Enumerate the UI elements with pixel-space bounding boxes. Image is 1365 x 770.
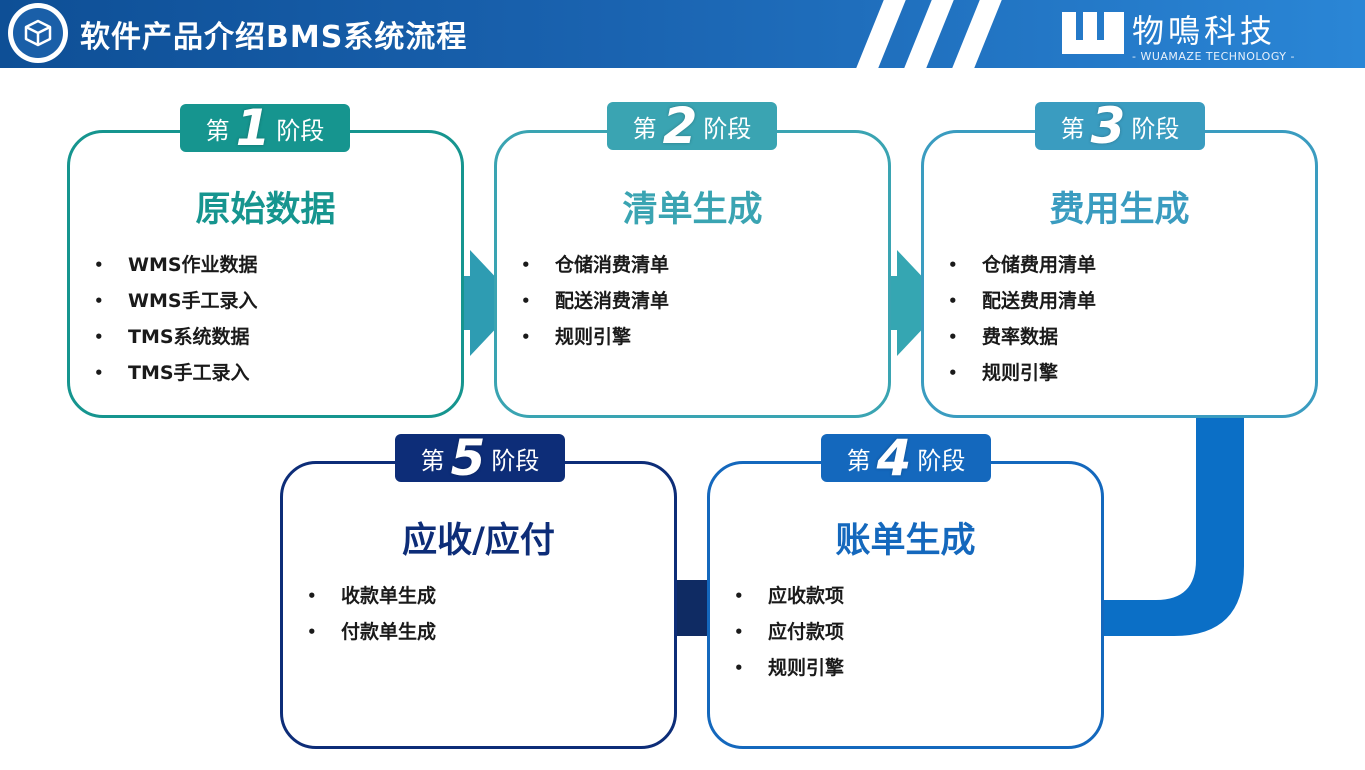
badge-prefix: 第 <box>205 116 230 145</box>
badge-suffix: 阶段 <box>1131 114 1180 143</box>
list-item: 配送费用清单 <box>948 283 1096 319</box>
company-tagline: - WUAMAZE TECHNOLOGY - <box>1132 50 1295 63</box>
header-bar: 软件产品介绍BMS系统流程 物鳴科技 - WUAMAZE TECHNOLOGY … <box>0 0 1365 68</box>
badge-number: 5 <box>450 429 486 487</box>
stage-3-card: 费用生成 仓储费用清单 配送费用清单 费率数据 规则引擎 <box>921 130 1318 418</box>
badge-number: 2 <box>662 97 698 155</box>
company-name: 物鳴科技 <box>1132 12 1277 50</box>
badge-suffix: 阶段 <box>276 116 325 145</box>
company-logo-icon <box>1062 12 1124 54</box>
list-item: WMS作业数据 <box>94 247 258 283</box>
header-icon-ring <box>8 3 68 63</box>
list-item: 仓储消费清单 <box>521 247 669 283</box>
cube-icon <box>13 8 63 58</box>
stage-4-badge: 第 4 阶段 <box>821 429 991 487</box>
badge-suffix: 阶段 <box>917 446 966 475</box>
list-item: 收款单生成 <box>307 578 436 614</box>
list-item: TMS手工录入 <box>94 355 258 391</box>
stage-item-list: 仓储费用清单 配送费用清单 费率数据 规则引擎 <box>948 247 1096 391</box>
stage-item-list: 收款单生成 付款单生成 <box>307 578 436 650</box>
badge-prefix: 第 <box>420 446 445 475</box>
list-item: 费率数据 <box>948 319 1096 355</box>
list-item: 规则引擎 <box>734 650 844 686</box>
stage-5-card: 应收/应付 收款单生成 付款单生成 <box>280 461 677 749</box>
stage-1-badge: 第 1 阶段 <box>180 99 350 157</box>
stage-2-card: 清单生成 仓储消费清单 配送消费清单 规则引擎 <box>494 130 891 418</box>
list-item: 仓储费用清单 <box>948 247 1096 283</box>
stage-1-card: 原始数据 WMS作业数据 WMS手工录入 TMS系统数据 TMS手工录入 <box>67 130 464 418</box>
badge-number: 4 <box>876 429 912 487</box>
list-item: 应收款项 <box>734 578 844 614</box>
stage-2-badge: 第 2 阶段 <box>607 97 777 155</box>
stage-5-badge: 第 5 阶段 <box>395 429 565 487</box>
badge-suffix: 阶段 <box>703 114 752 143</box>
stage-item-list: WMS作业数据 WMS手工录入 TMS系统数据 TMS手工录入 <box>94 247 258 391</box>
stage-item-list: 应收款项 应付款项 规则引擎 <box>734 578 844 686</box>
list-item: TMS系统数据 <box>94 319 258 355</box>
list-item: 付款单生成 <box>307 614 436 650</box>
stage-title: 应收/应付 <box>402 521 555 561</box>
list-item: 配送消费清单 <box>521 283 669 319</box>
stage-4-card: 账单生成 应收款项 应付款项 规则引擎 <box>707 461 1104 749</box>
badge-prefix: 第 <box>632 114 657 143</box>
badge-prefix: 第 <box>846 446 871 475</box>
stage-title: 账单生成 <box>835 521 976 561</box>
stage-title: 清单生成 <box>622 190 763 230</box>
badge-number: 1 <box>235 99 271 157</box>
page-title: 软件产品介绍BMS系统流程 <box>80 20 468 55</box>
stage-title: 费用生成 <box>1049 190 1190 230</box>
stage-3-badge: 第 3 阶段 <box>1035 97 1205 155</box>
list-item: 应付款项 <box>734 614 844 650</box>
badge-prefix: 第 <box>1060 114 1085 143</box>
badge-number: 3 <box>1090 97 1126 155</box>
stage-item-list: 仓储消费清单 配送消费清单 规则引擎 <box>521 247 669 355</box>
list-item: 规则引擎 <box>521 319 669 355</box>
badge-suffix: 阶段 <box>491 446 540 475</box>
stage-title: 原始数据 <box>195 190 336 230</box>
list-item: 规则引擎 <box>948 355 1096 391</box>
list-item: WMS手工录入 <box>94 283 258 319</box>
